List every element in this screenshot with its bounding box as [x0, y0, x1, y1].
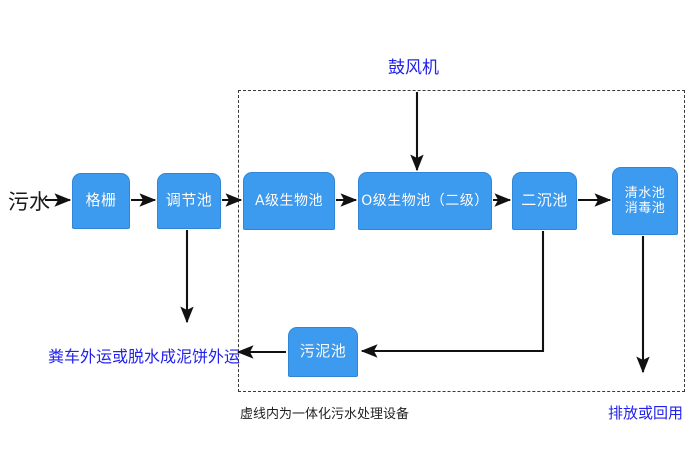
node-sludge-tank-label: 污泥池: [299, 342, 347, 361]
integrated-equipment-boundary: [238, 90, 685, 392]
label-blower-text: 鼓风机: [388, 58, 439, 78]
node-secondary-clarifier-label: 二沉池: [521, 191, 568, 210]
label-equipment-caption: 虚线内为一体化污水处理设备: [240, 403, 409, 422]
node-grille-label: 格栅: [85, 191, 117, 210]
node-regulating-tank[interactable]: 调节池: [157, 173, 221, 229]
node-o-level-bioreactor-label: O级生物池（二级）: [361, 192, 489, 209]
node-o-level-bioreactor[interactable]: O级生物池（二级）: [358, 172, 492, 230]
node-clearwater-tank-label: 清水池: [624, 185, 666, 201]
label-sludge-disposal: 粪车外运或脱水成泥饼外运: [48, 343, 240, 367]
label-sludge-disposal-text: 粪车外运或脱水成泥饼外运: [48, 347, 241, 366]
node-clearwater-disinfection-tank[interactable]: 清水池 消毒池: [612, 167, 678, 235]
node-disinfection-tank-label: 消毒池: [624, 201, 666, 216]
node-sludge-tank[interactable]: 污泥池: [288, 327, 358, 377]
node-a-level-bioreactor[interactable]: A级生物池: [243, 172, 335, 230]
label-equipment-caption-text: 虚线内为一体化污水处理设备: [240, 407, 410, 422]
node-a-level-bioreactor-label: A级生物池: [254, 192, 324, 209]
label-blower: 鼓风机: [388, 53, 439, 78]
label-discharge-reuse: 排放或回用: [608, 402, 683, 423]
label-discharge-reuse-text: 排放或回用: [608, 404, 684, 422]
label-inflow: 污水: [8, 186, 50, 216]
node-regulating-tank-label: 调节池: [165, 191, 213, 210]
node-secondary-clarifier[interactable]: 二沉池: [512, 172, 577, 230]
label-inflow-text: 污水: [8, 190, 50, 214]
node-grille[interactable]: 格栅: [72, 173, 130, 229]
